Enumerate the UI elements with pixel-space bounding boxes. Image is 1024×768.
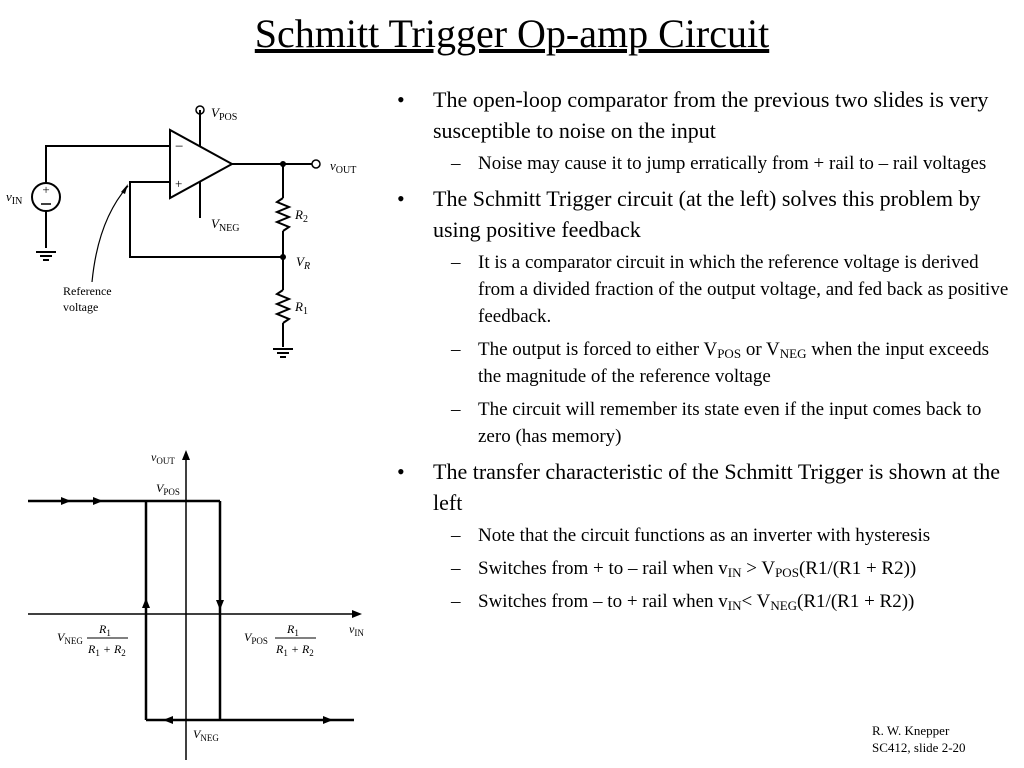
bullet-item: • The transfer characteristic of the Sch… xyxy=(393,456,1013,518)
sub-bullet-text: It is a comparator circuit in which the … xyxy=(478,252,1009,327)
vpos-level-label: VPOS xyxy=(156,481,180,497)
y-axis-label: vOUT xyxy=(151,450,175,466)
sub-bullet-text: Note that the circuit functions as an in… xyxy=(478,525,931,546)
bullet-mark: • xyxy=(397,87,405,112)
sub-bullet-item: – It is a comparator circuit in which th… xyxy=(393,249,1013,330)
figure-panel: + − + VPOS VNEG vOUT vIN R2 R1 VR Refere… xyxy=(6,105,364,760)
sub-bullet-item: – Note that the circuit functions as an … xyxy=(393,522,1013,549)
arrow-right-icon xyxy=(61,497,71,505)
reference-label-line1: Reference xyxy=(63,284,112,298)
slide-title: Schmitt Trigger Op-amp Circuit xyxy=(254,11,770,56)
left-threshold-label: VNEG xyxy=(57,630,83,646)
sub-bullet-item: – Switches from – to + rail when vIN< VN… xyxy=(393,588,1013,615)
sub-bullet-item: – Switches from + to – rail when vIN > V… xyxy=(393,555,1013,582)
sub-bullet-item: – The circuit will remember its state ev… xyxy=(393,396,1013,450)
dash-mark: – xyxy=(451,558,461,579)
sub-bullet-item: – Noise may cause it to jump erratically… xyxy=(393,150,1013,177)
dash-mark: – xyxy=(451,591,461,612)
sub-bullet-text: Switches from – to + rail when vIN< VNEG… xyxy=(478,591,915,613)
sub-bullet-item: – The output is forced to either VPOS or… xyxy=(393,336,1013,390)
bullet-text: The transfer characteristic of the Schmi… xyxy=(433,459,1000,515)
opamp-symbol xyxy=(169,128,235,200)
footer-slide-ref: SC412, slide 2-20 xyxy=(872,740,966,755)
left-fraction-denominator: R1 + R2 xyxy=(87,642,126,658)
right-fraction-numerator: R1 xyxy=(286,622,299,638)
bullet-mark: • xyxy=(397,459,405,484)
bullet-item: • The Schmitt Trigger circuit (at the le… xyxy=(393,183,1013,245)
vpos-label: VPOS xyxy=(211,105,237,123)
vr-label: VR xyxy=(296,254,310,272)
arrow-left-icon xyxy=(163,716,173,724)
sub-bullet-text: The output is forced to either VPOS or V… xyxy=(478,339,990,387)
resistor-r2 xyxy=(274,197,292,232)
bullet-list: • The open-loop comparator from the prev… xyxy=(393,84,1013,621)
sub-bullet-text: The circuit will remember its state even… xyxy=(478,399,982,447)
dash-mark: – xyxy=(451,399,461,420)
right-fraction-denominator: R1 + R2 xyxy=(275,642,314,658)
r2-label: R2 xyxy=(294,207,308,225)
vneg-label: VNEG xyxy=(211,216,240,234)
dash-mark: – xyxy=(451,339,461,360)
noninverting-input-sign: + xyxy=(175,176,182,191)
arrow-right-icon xyxy=(93,497,103,505)
vneg-level-label: VNEG xyxy=(193,727,219,743)
dash-mark: – xyxy=(451,252,461,273)
x-axis-label: vIN xyxy=(349,622,364,638)
resistor-r1 xyxy=(274,289,292,324)
bullet-text: The Schmitt Trigger circuit (at the left… xyxy=(433,186,981,242)
dash-mark: – xyxy=(451,153,461,174)
right-threshold-label: VPOS xyxy=(244,630,268,646)
dash-mark: – xyxy=(451,525,461,546)
r1-label: R1 xyxy=(294,299,308,317)
vout-terminal xyxy=(311,159,321,169)
vout-label: vOUT xyxy=(330,158,356,176)
bullet-mark: • xyxy=(397,186,405,211)
footer-author: R. W. Knepper xyxy=(872,723,950,738)
bullet-item: • The open-loop comparator from the prev… xyxy=(393,84,1013,146)
arrow-up-icon xyxy=(142,598,150,608)
left-fraction-numerator: R1 xyxy=(98,622,111,638)
vin-label: vIN xyxy=(6,189,22,207)
slide-footer: R. W. Knepper SC412, slide 2-20 xyxy=(872,722,966,756)
sub-bullet-text: Switches from + to – rail when vIN > VPO… xyxy=(478,558,917,580)
sub-bullet-text: Noise may cause it to jump erratically f… xyxy=(478,153,987,174)
source-plus-sign: + xyxy=(42,182,49,197)
arrow-down-icon xyxy=(216,600,224,610)
bullet-text: The open-loop comparator from the previo… xyxy=(433,87,989,143)
reference-label-line2: voltage xyxy=(63,300,98,314)
arrow-right-icon xyxy=(323,716,333,724)
inverting-input-sign: − xyxy=(175,139,183,155)
